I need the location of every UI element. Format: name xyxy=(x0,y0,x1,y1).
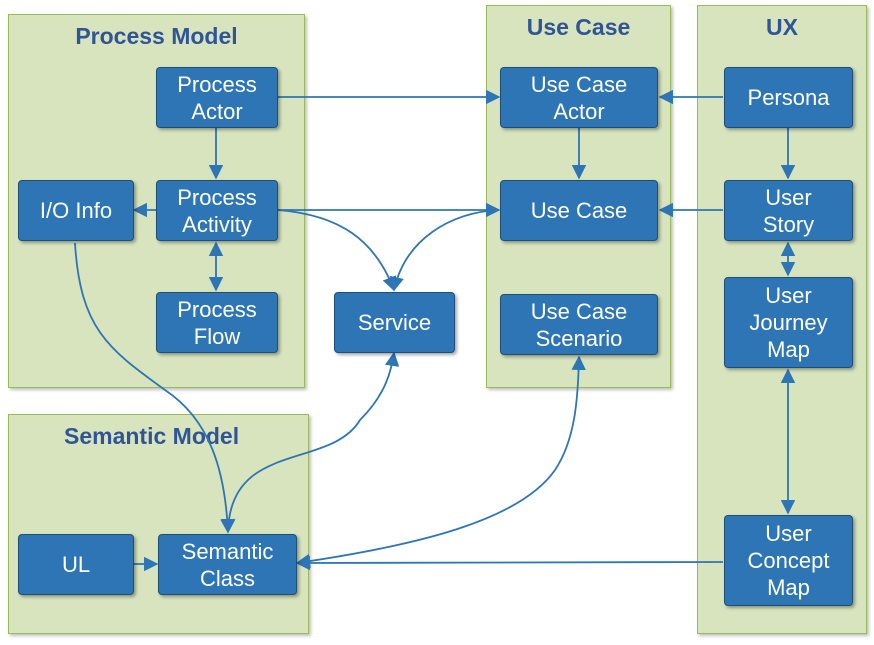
semantic-class-node: Semantic Class xyxy=(158,534,297,595)
io-info-node: I/O Info xyxy=(18,180,134,241)
process-model-title: Process Model xyxy=(75,23,238,49)
use-case-actor-node: Use Case Actor xyxy=(500,67,658,128)
use-case-title: Use Case xyxy=(526,14,631,40)
edge-user-concept-map-to-semantic-class xyxy=(295,555,724,571)
process-flow-node: Process Flow xyxy=(156,292,278,353)
user-journey-map-node: User Journey Map xyxy=(724,277,853,368)
edge-use-case-to-service xyxy=(389,209,500,292)
use-case-node: Use Case xyxy=(500,180,658,241)
ul-node: UL xyxy=(18,534,134,595)
semantic-model-title: Semantic Model xyxy=(64,423,240,449)
process-actor-node: Process Actor xyxy=(156,67,278,128)
semantic-model-group: Semantic Model xyxy=(8,414,309,634)
ux-title: UX xyxy=(766,14,798,40)
process-activity-node: Process Activity xyxy=(156,180,278,241)
persona-node: Persona xyxy=(724,67,853,128)
use-case-scenario-node: Use Case Scenario xyxy=(500,294,658,355)
service-node: Service xyxy=(334,292,455,353)
user-story-node: User Story xyxy=(724,180,853,241)
user-concept-map-node: User Concept Map xyxy=(724,515,853,606)
